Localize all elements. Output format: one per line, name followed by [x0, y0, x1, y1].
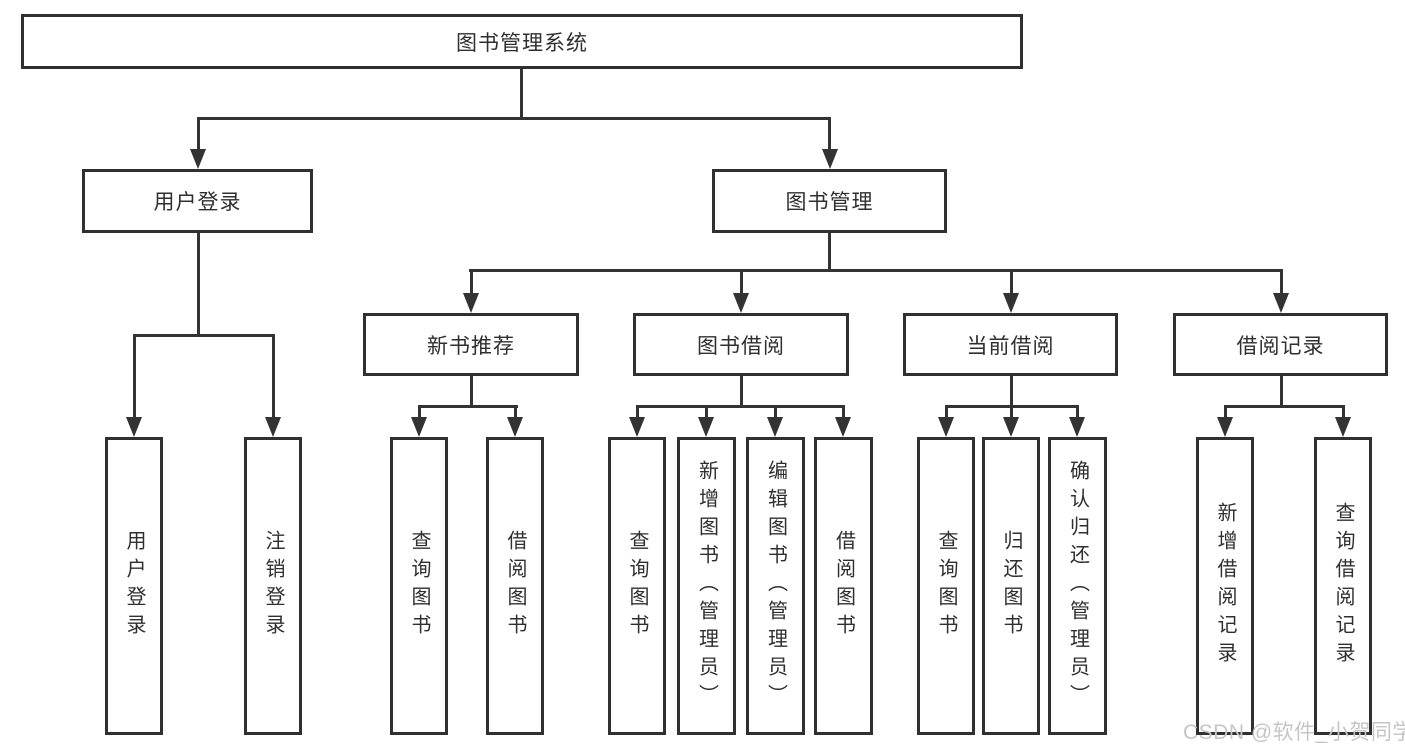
leaf-add-book-admin-label: 新增图书（管理员）: [695, 460, 718, 712]
leaf-return-book: 归还图书: [982, 437, 1040, 735]
leaf-borrow-book-label: 借阅图书: [832, 530, 855, 642]
connector-line: [636, 405, 639, 419]
node-current-borrow-label: 当前借阅: [966, 334, 1055, 358]
csdn-watermark: CSDN @软件_小贺同学: [1183, 721, 1405, 744]
node-book-management-label: 图书管理: [785, 191, 874, 214]
connector-line: [197, 117, 200, 151]
node-root: 图书管理系统: [21, 14, 1023, 69]
arrowhead-icon: [1069, 417, 1085, 437]
connector-line: [828, 117, 831, 151]
connector-line: [272, 334, 275, 419]
connector-line: [1076, 405, 1079, 419]
arrowhead-icon: [411, 417, 427, 437]
arrowhead-icon: [1217, 417, 1233, 437]
leaf-borrow-book: 借阅图书: [814, 437, 873, 735]
leaf-user-login-label: 用户登录: [123, 530, 145, 642]
connector-line: [418, 405, 518, 408]
connector-line: [197, 117, 831, 120]
leaf-confirm-return-admin: 确认归还（管理员）: [1048, 437, 1107, 735]
leaf-query-borrow-record: 查询借阅记录: [1314, 437, 1372, 735]
node-user-login: 用户登录: [82, 169, 313, 233]
leaf-add-book-admin: 新增图书（管理员）: [677, 437, 736, 735]
leaf-query-book-recommend-label: 查询图书: [408, 530, 430, 642]
leaf-borrow-book-recommend: 借阅图书: [486, 437, 544, 735]
leaf-add-borrow-record-label: 新增借阅记录: [1214, 502, 1236, 670]
arrowhead-icon: [938, 417, 954, 437]
node-new-book-recommend-label: 新书推荐: [427, 334, 515, 358]
arrowhead-icon: [835, 417, 851, 437]
arrowhead-icon: [265, 417, 281, 437]
node-book-borrow: 图书借阅: [633, 313, 849, 376]
connector-line: [1342, 405, 1345, 419]
node-borrow-record-label: 借阅记录: [1236, 334, 1325, 358]
connector-line: [1010, 269, 1013, 295]
connector-line: [1280, 374, 1283, 407]
connector-line: [514, 405, 517, 419]
node-root-label: 图书管理系统: [456, 31, 588, 55]
node-book-management: 图书管理: [712, 169, 947, 233]
arrowhead-icon: [698, 417, 714, 437]
leaf-add-borrow-record: 新增借阅记录: [1196, 437, 1254, 735]
connector-line: [828, 232, 831, 271]
connector-line: [470, 374, 473, 407]
arrowhead-icon: [767, 417, 783, 437]
node-borrow-record: 借阅记录: [1173, 313, 1388, 376]
node-current-borrow: 当前借阅: [903, 313, 1118, 376]
connector-line: [774, 405, 777, 419]
connector-line: [418, 405, 421, 419]
connector-line: [1010, 405, 1013, 419]
arrowhead-icon: [507, 417, 523, 437]
arrowhead-icon: [629, 417, 645, 437]
node-book-borrow-label: 图书借阅: [697, 334, 785, 358]
arrowhead-icon: [733, 293, 749, 313]
leaf-query-book-current-label: 查询图书: [935, 530, 957, 642]
arrowhead-icon: [1003, 293, 1019, 313]
leaf-query-book-recommend: 查询图书: [390, 437, 448, 735]
connector-line: [1010, 374, 1013, 407]
arrowhead-icon: [1273, 293, 1289, 313]
connector-line: [470, 269, 473, 295]
connector-line: [740, 269, 743, 295]
connector-line: [1280, 269, 1283, 295]
node-user-login-label: 用户登录: [153, 191, 242, 214]
connector-line: [197, 232, 200, 336]
leaf-confirm-return-admin-label: 确认归还（管理员）: [1066, 460, 1089, 712]
arrowhead-icon: [1335, 417, 1351, 437]
leaf-edit-book-admin: 编辑图书（管理员）: [746, 437, 805, 735]
connector-line: [133, 334, 275, 337]
leaf-return-book-label: 归还图书: [1000, 530, 1022, 642]
leaf-query-book-borrow: 查询图书: [608, 437, 666, 735]
connector-line: [945, 405, 948, 419]
leaf-query-book-current: 查询图书: [917, 437, 975, 735]
connector-line: [133, 334, 136, 419]
connector-line: [842, 405, 845, 419]
connector-line: [636, 405, 845, 408]
connector-line: [469, 269, 1283, 272]
arrowhead-icon: [1003, 417, 1019, 437]
node-new-book-recommend: 新书推荐: [363, 313, 579, 376]
connector-line: [705, 405, 708, 419]
leaf-user-login: 用户登录: [105, 437, 163, 735]
leaf-borrow-book-recommend-label: 借阅图书: [504, 530, 526, 642]
leaf-logout-label: 注销登录: [262, 530, 284, 642]
connector-line: [520, 69, 523, 119]
leaf-edit-book-admin-label: 编辑图书（管理员）: [764, 460, 787, 712]
connector-line: [1224, 405, 1345, 408]
leaf-logout: 注销登录: [244, 437, 302, 735]
arrowhead-icon: [463, 293, 479, 313]
arrowhead-icon: [126, 417, 142, 437]
connector-line: [740, 374, 743, 407]
connector-line: [1224, 405, 1227, 419]
leaf-query-borrow-record-label: 查询借阅记录: [1332, 502, 1354, 670]
leaf-query-book-borrow-label: 查询图书: [626, 530, 648, 642]
arrowhead-icon: [822, 149, 838, 169]
arrowhead-icon: [190, 149, 206, 169]
